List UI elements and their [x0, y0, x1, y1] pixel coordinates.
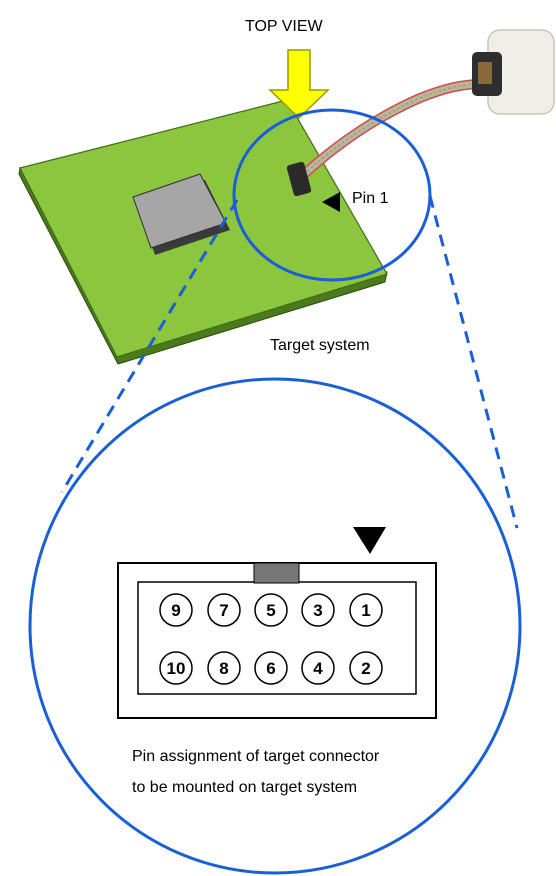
pin1-indicator-triangle	[353, 527, 386, 554]
pin-number: 6	[266, 659, 275, 678]
pin-number: 9	[171, 601, 180, 620]
pin-number: 10	[167, 659, 186, 678]
pin1-label: Pin 1	[352, 190, 389, 207]
pin: 6	[254, 651, 288, 685]
pin-grid: 9 7 5 3 1 10 8 6	[159, 593, 383, 685]
pin: 7	[207, 593, 241, 627]
pin-number: 7	[219, 601, 228, 620]
pin-number: 3	[313, 601, 322, 620]
pin: 4	[301, 651, 335, 685]
pin: 5	[254, 593, 288, 627]
magnifier-circle-small	[232, 108, 432, 282]
target-board	[18, 99, 388, 365]
pin-number: 8	[219, 659, 228, 678]
pin: 8	[207, 651, 241, 685]
pin: 3	[301, 593, 335, 627]
top-view-label: TOP VIEW	[245, 18, 324, 35]
projection-line-left	[60, 199, 239, 493]
pin-number: 4	[313, 659, 323, 678]
pin: 1	[349, 593, 383, 627]
magnifier-circle-large	[28, 377, 522, 875]
pin: 2	[349, 651, 383, 685]
emulator-pod	[472, 29, 555, 115]
connector-key	[253, 562, 300, 584]
pin: 9	[159, 593, 193, 627]
target-connector-plug	[286, 161, 312, 197]
pin: 10	[159, 651, 193, 685]
caption-line-1: Pin assignment of target connector	[132, 748, 380, 765]
caption-line-2: to be mounted on target system	[132, 779, 357, 796]
pin-number: 5	[266, 601, 275, 620]
pin1-marker	[322, 192, 340, 212]
pin-number: 2	[361, 659, 370, 678]
pin-number: 1	[361, 601, 370, 620]
projection-line-right	[428, 195, 519, 529]
chip	[132, 173, 227, 249]
target-system-label: Target system	[270, 337, 370, 354]
emulator-cable	[295, 79, 483, 183]
top-view-arrow	[268, 49, 330, 120]
